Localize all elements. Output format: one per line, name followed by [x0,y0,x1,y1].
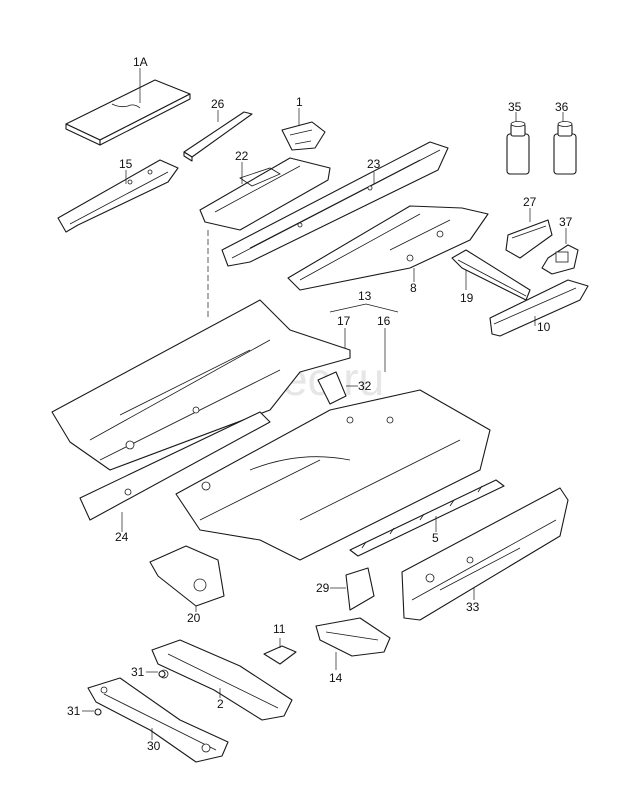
part-14-bracket[interactable] [315,617,391,670]
label-2: 2 [217,697,224,711]
label-16: 16 [377,314,391,328]
label-30: 30 [147,739,161,753]
part-29-bracket[interactable] [330,567,375,611]
part-8-rear-longitudinal[interactable] [287,205,489,291]
part-33-side-panel[interactable] [401,487,569,621]
label-36: 36 [555,100,569,114]
label-5: 5 [432,531,439,545]
label-37: 37 [559,215,573,229]
part-30-cross-member[interactable] [87,677,229,763]
label-22: 22 [235,149,249,163]
label-14: 14 [329,671,343,685]
part-27-bracket[interactable] [505,208,553,259]
label-15: 15 [119,157,133,171]
label-1a: 1A [133,55,148,69]
part-1a-insulation-mat[interactable] [65,68,191,146]
label-20: 20 [187,611,201,625]
part-31-nut-lower[interactable] [82,708,102,716]
part-11-clip[interactable] [263,638,297,665]
part-24-floor-left[interactable] [51,299,351,532]
part-16-floor-panel[interactable] [175,389,491,561]
part-22-tunnel-section[interactable] [199,157,331,320]
part-20-bracket[interactable] [149,545,225,612]
label-24: 24 [115,530,129,544]
label-29: 29 [316,581,330,595]
part-31-nut-upper[interactable] [146,670,166,678]
part-26-strip[interactable] [183,110,253,162]
label-13: 13 [358,289,372,303]
label-17: 17 [337,314,351,328]
part-15-reinforcement[interactable] [57,159,179,233]
label-23: 23 [367,157,381,171]
label-19: 19 [460,291,474,305]
label-27: 27 [523,195,537,209]
part-10-sill-strip[interactable] [489,279,589,337]
part-35-sealant-can[interactable] [506,112,530,175]
part-19-cross-member[interactable] [451,249,531,301]
label-11: 11 [273,622,286,636]
label-35: 35 [508,100,522,114]
label-8: 8 [410,281,417,295]
part-32-patch[interactable] [317,371,358,405]
label-32: 32 [358,379,372,393]
part-36-sealant-can[interactable] [553,112,577,175]
part-37-clip[interactable] [541,228,579,275]
label-1: 1 [296,95,303,109]
label-26: 26 [211,97,225,111]
part-23-long-member[interactable] [221,141,449,267]
label-33: 33 [466,600,480,614]
label-31-upper: 31 [131,665,145,679]
label-10: 10 [537,320,551,334]
part-1-bracket[interactable] [281,108,326,151]
part-5-rocker-strip[interactable] [349,479,505,557]
label-31-lower: 31 [67,704,81,718]
